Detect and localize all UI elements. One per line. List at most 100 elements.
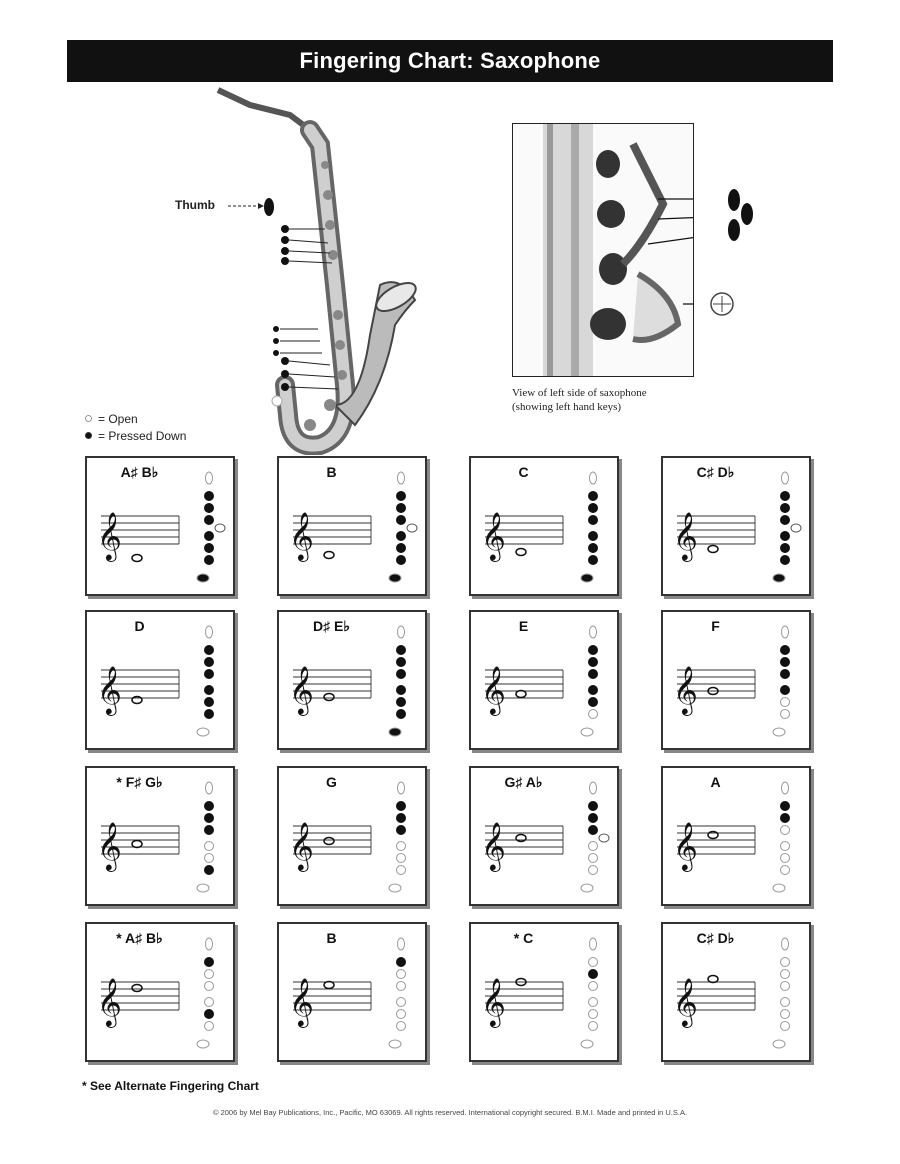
low-key-pressed [772, 573, 786, 583]
pressed-key-dot [396, 543, 406, 553]
note-name: B [326, 930, 337, 946]
note-head [707, 974, 719, 984]
side-key [406, 523, 418, 533]
key-diagram [388, 781, 406, 893]
side-key [790, 523, 802, 533]
music-staff: 𝄞 [97, 977, 180, 1028]
note-name: G♯ A♭ [504, 774, 543, 790]
pressed-key-dot [204, 515, 214, 525]
pressed-key-dot [204, 645, 214, 655]
treble-clef-icon: 𝄞 [97, 665, 122, 716]
open-key-dot [780, 853, 790, 863]
key-diagram [388, 471, 418, 583]
pressed-key-dot [780, 669, 790, 679]
note-name: C [518, 464, 529, 480]
octave-key [205, 937, 213, 951]
saxophone-illustration: Thumb [175, 87, 417, 455]
open-key-dot [396, 969, 406, 979]
open-key-dot [204, 981, 214, 991]
low-key-pressed [196, 573, 210, 583]
key-diagram [580, 781, 610, 893]
fingering-card: G𝄞 [277, 766, 427, 906]
open-key-dot [780, 1009, 790, 1019]
key-diagram [196, 471, 226, 583]
fingering-card: * A♯ B♭ 𝄞 [85, 922, 235, 1062]
key-diagram [772, 625, 790, 737]
open-key-dot [204, 997, 214, 1007]
low-key-open [772, 727, 786, 737]
note-name: E [518, 618, 529, 634]
pressed-key-dot [204, 555, 214, 565]
fingering-card: D𝄞 [85, 610, 235, 750]
note-head [323, 836, 335, 846]
pressed-key-dot [396, 657, 406, 667]
fingering-card: G♯ A♭𝄞 [469, 766, 619, 906]
note-name: * F♯ G♭ [116, 774, 163, 790]
pressed-key-dot [396, 709, 406, 719]
fingering-card: A♯ B♭𝄞 [85, 456, 235, 596]
treble-clef-icon: 𝄞 [289, 821, 314, 872]
music-staff: 𝄞 [97, 821, 180, 872]
music-staff: 𝄞 [289, 977, 372, 1028]
pressed-key-dot [396, 669, 406, 679]
pressed-key-dot [780, 685, 790, 695]
legend-open-label: = Open [98, 411, 138, 426]
key-diagram [196, 781, 214, 893]
note-name: * C [513, 930, 534, 946]
fingering-card: C♯ D♭𝄞 [661, 456, 811, 596]
treble-clef-icon: 𝄞 [97, 511, 122, 562]
open-key-dot [588, 981, 598, 991]
open-key-dot [780, 825, 790, 835]
open-key-dot [204, 841, 214, 851]
note-name: B [326, 464, 337, 480]
pressed-key-dot [780, 491, 790, 501]
pressed-key-dot [204, 865, 214, 875]
pressed-key-dot [780, 555, 790, 565]
pressed-key-dot [588, 503, 598, 513]
open-dot-icon [85, 415, 92, 422]
fingering-card: F𝄞 [661, 610, 811, 750]
fingering-card: C𝄞 [469, 456, 619, 596]
low-key-pressed [388, 727, 402, 737]
pressed-key-dot [396, 957, 406, 967]
page-title: Fingering Chart: Saxophone [67, 40, 833, 82]
pressed-key-dot [588, 801, 598, 811]
note-name: * A♯ B♭ [116, 930, 163, 946]
pressed-key-dot [588, 685, 598, 695]
octave-key [781, 937, 789, 951]
pressed-key-dot [396, 685, 406, 695]
pressed-key-dot [780, 801, 790, 811]
key-diagram [772, 471, 802, 583]
octave-key [397, 937, 405, 951]
music-staff: 𝄞 [481, 511, 564, 562]
side-view-caption: View of left side of saxophone (showing … [512, 387, 647, 413]
note-name: C♯ D♭ [696, 464, 735, 480]
pressed-key-dot [396, 801, 406, 811]
note-name: A [710, 774, 721, 790]
key-diagram [580, 625, 598, 737]
pressed-key-dot [588, 697, 598, 707]
octave-key [205, 781, 213, 795]
octave-key [589, 625, 597, 639]
treble-clef-icon: 𝄞 [289, 665, 314, 716]
note-head [515, 833, 527, 843]
treble-clef-icon: 𝄞 [673, 665, 698, 716]
pressed-key-dot [780, 543, 790, 553]
note-name: G [326, 774, 337, 790]
treble-clef-icon: 𝄞 [673, 977, 698, 1028]
pressed-key-dot [396, 555, 406, 565]
music-staff: 𝄞 [289, 511, 372, 562]
open-key-dot [780, 957, 790, 967]
open-key-dot [204, 969, 214, 979]
pressed-key-dot [780, 531, 790, 541]
music-staff: 𝄞 [289, 821, 372, 872]
pressed-key-dot [204, 669, 214, 679]
pressed-key-dot [780, 503, 790, 513]
open-key-dot [780, 969, 790, 979]
pressed-key-dot [204, 813, 214, 823]
pressed-key-dot [780, 657, 790, 667]
key-diagram [772, 937, 790, 1049]
octave-key [589, 937, 597, 951]
note-head [131, 983, 143, 993]
pressed-key-dot [396, 825, 406, 835]
